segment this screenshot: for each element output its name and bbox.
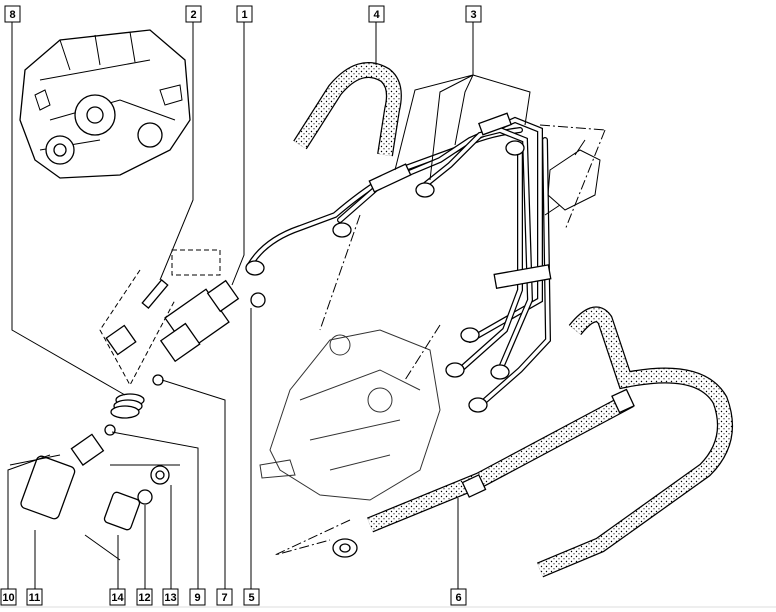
callout-10-text: 10: [2, 592, 14, 604]
callout-13: 13: [162, 588, 179, 606]
callout-1: 1: [236, 5, 253, 23]
callout-8-text: 8: [9, 9, 15, 21]
callout-2: 2: [185, 5, 202, 23]
callout-8: 8: [4, 5, 21, 23]
callout-2-text: 2: [190, 9, 196, 21]
callout-7-text: 7: [221, 592, 227, 604]
callout-12-text: 12: [138, 592, 150, 604]
engine-illustration: [19, 29, 191, 179]
callout-9-text: 9: [194, 592, 200, 604]
return-hose: [293, 62, 402, 157]
callout-11-text: 11: [29, 592, 41, 604]
callout-4: 4: [368, 5, 385, 23]
callout-6-text: 6: [455, 592, 461, 604]
callout-11: 11: [26, 588, 43, 606]
injection-pump: [259, 329, 441, 501]
leader-lines: [7, 22, 531, 590]
callout-4-text: 4: [373, 9, 380, 21]
callout-14: 14: [109, 588, 126, 606]
small-parts: [9, 393, 180, 561]
callout-5: 5: [243, 588, 260, 606]
spring: [110, 393, 145, 419]
callout-1-text: 1: [241, 9, 247, 21]
callout-5-text: 5: [248, 592, 254, 604]
callout-14-text: 14: [111, 592, 124, 604]
callout-3-text: 3: [470, 9, 476, 21]
injector-pipes: [245, 112, 552, 413]
callout-10: 10: [0, 588, 17, 606]
callout-13-text: 13: [164, 592, 176, 604]
callout-6: 6: [450, 588, 467, 606]
callout-12: 12: [136, 588, 153, 606]
callout-3: 3: [465, 5, 482, 23]
callout-9: 9: [189, 588, 206, 606]
injector-detail-sketch: [544, 139, 601, 216]
reference-lines: [274, 124, 606, 556]
injector-assembly: [99, 249, 266, 387]
callout-7: 7: [216, 588, 233, 606]
fuel-hose: [332, 306, 733, 578]
